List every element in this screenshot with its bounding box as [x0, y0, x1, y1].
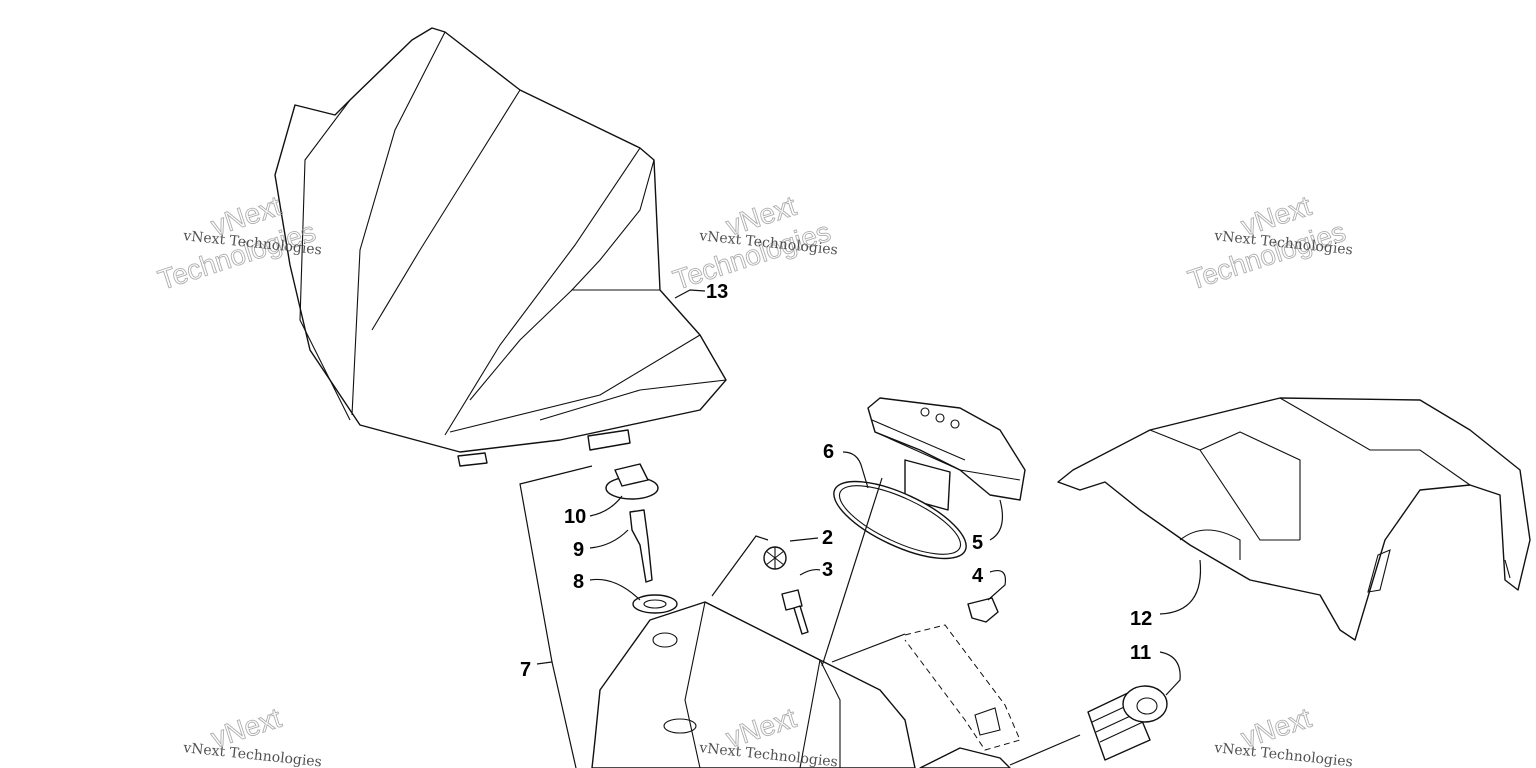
- watermark-text: vNext Technologies: [1213, 740, 1354, 768]
- callout-3: 3: [822, 559, 833, 581]
- callout-12: 12: [1130, 608, 1152, 630]
- part-4-clip: [967, 597, 999, 623]
- callout-7: 7: [520, 659, 531, 681]
- part-11-power-outlet: [1087, 685, 1168, 761]
- callout-10: 10: [564, 506, 586, 528]
- callout-13: 13: [706, 281, 728, 303]
- watermark-top-right: vNext Technologies vNext Technologies: [1184, 190, 1354, 297]
- callout-11: 11: [1130, 642, 1151, 664]
- part-8-bezel: [632, 594, 678, 614]
- part-12-cowl: [1057, 397, 1531, 641]
- part-3-screw: [781, 589, 809, 635]
- watermark-bottom-left: vNext vNext Technologies: [182, 702, 323, 768]
- callout-8: 8: [573, 571, 584, 593]
- callout-2: 2: [822, 527, 833, 549]
- part-10-ignition-cap: [605, 463, 659, 500]
- part-7-dash-panel: [591, 601, 1021, 768]
- callout-6: 6: [823, 441, 834, 463]
- watermark-bottom-right: vNext vNext Technologies: [1213, 702, 1354, 768]
- part-5-gauge: [867, 397, 1026, 511]
- callout-5: 5: [972, 532, 983, 554]
- watermark-top-center: vNext Technologies vNext Technologies: [669, 190, 839, 297]
- watermark-text: vNext Technologies: [182, 740, 323, 768]
- leader-lines: [519, 289, 1202, 768]
- callout-9: 9: [573, 539, 584, 561]
- callout-labels: 13 10 9 8 7 2 3 6 5 4 11 12: [520, 281, 1152, 681]
- part-6-gasket: [833, 480, 967, 560]
- part-2-push-nut: [763, 546, 787, 570]
- part-13-windshield: [274, 27, 727, 467]
- callout-4: 4: [972, 565, 984, 587]
- part-9-key: [629, 509, 653, 583]
